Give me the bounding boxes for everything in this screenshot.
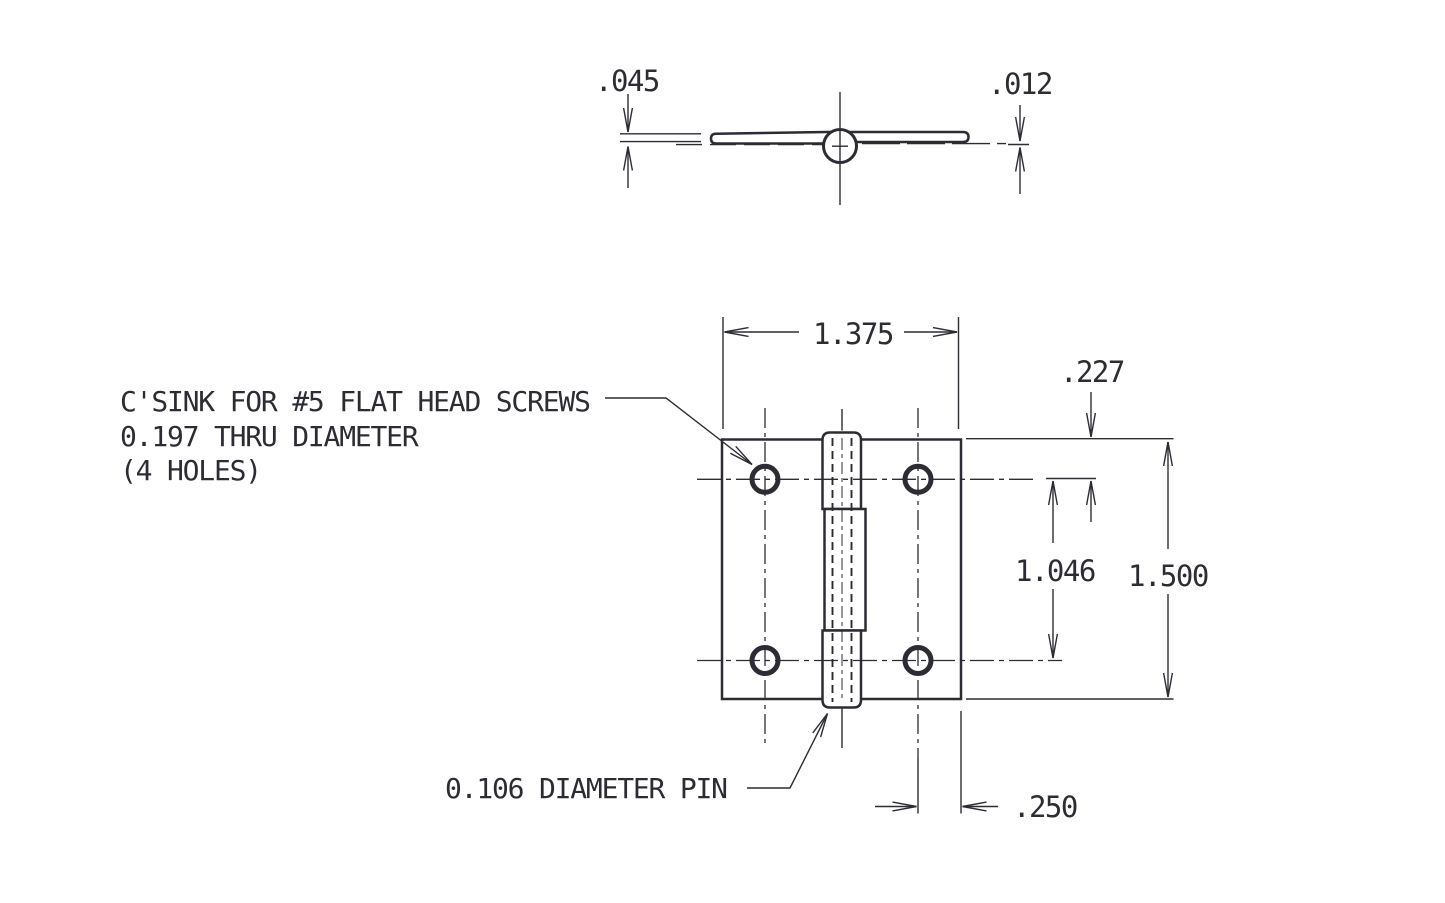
dim-width-label: 1.375	[813, 317, 893, 351]
note-csink-line2: 0.197 THRU DIAMETER	[120, 420, 419, 453]
dim-hole-to-edge-label: .250	[1013, 790, 1077, 824]
hole-bottom-right	[902, 645, 934, 676]
notes: C'SINK FOR #5 FLAT HEAD SCREWS 0.197 THR…	[120, 385, 829, 805]
note-csink-line1: C'SINK FOR #5 FLAT HEAD SCREWS	[120, 385, 590, 418]
note-pin: 0.106 DIAMETER PIN	[445, 772, 727, 805]
dim-edge-to-hole-label: .227	[1060, 355, 1124, 389]
pin-leader-arrow	[747, 713, 829, 789]
hole-bottom-left	[749, 645, 781, 676]
dimensions: 1.375 .227 1.046 1.500 .250	[722, 317, 1209, 824]
dim-offset-label: .012	[988, 67, 1052, 101]
top-view-right-leaf	[836, 130, 970, 144]
hole-top-left	[749, 463, 781, 495]
dim-height-label: 1.500	[1128, 559, 1208, 593]
front-view	[697, 408, 1062, 814]
hole-top-right	[902, 463, 934, 495]
dim-hole-spacing-label: 1.046	[1015, 554, 1095, 588]
top-view: .045 .012	[595, 64, 1053, 205]
dim-thickness-label: .045	[595, 64, 659, 98]
note-csink-line3: (4 HOLES)	[120, 454, 261, 487]
knuckle-middle	[823, 507, 867, 632]
top-view-left-leaf	[709, 130, 844, 145]
csink-leader-arrow	[605, 397, 753, 466]
